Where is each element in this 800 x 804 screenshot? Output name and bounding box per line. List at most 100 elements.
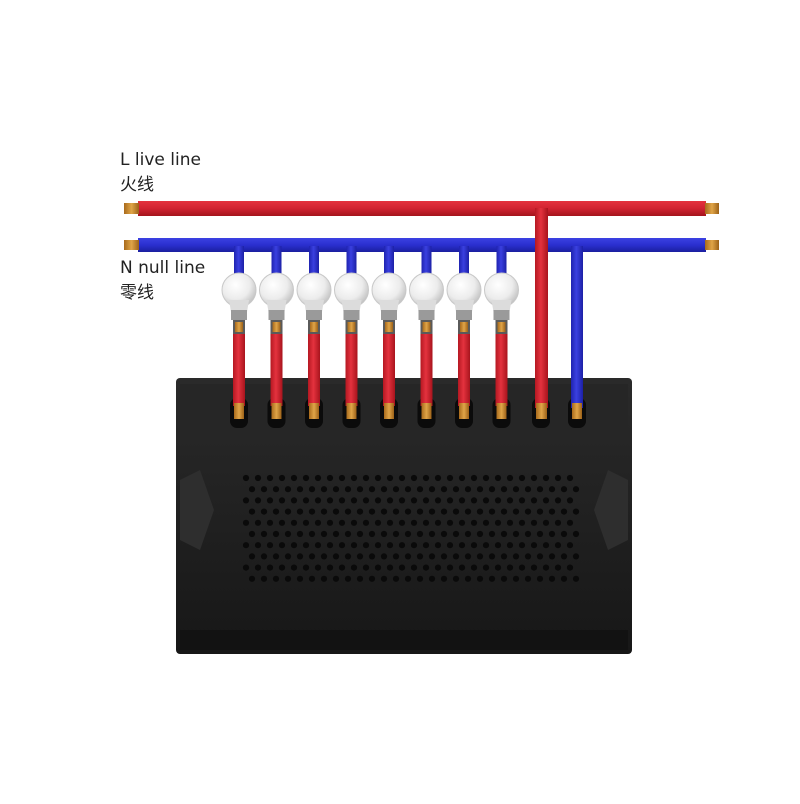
vent-hole bbox=[368, 553, 376, 560]
vent-hole bbox=[308, 553, 316, 560]
vent-hole bbox=[416, 508, 424, 515]
vent-hole bbox=[422, 497, 430, 504]
vent-hole bbox=[524, 530, 532, 538]
vent-hole bbox=[350, 542, 358, 549]
vent-hole bbox=[518, 519, 526, 526]
vent-hole bbox=[428, 530, 436, 538]
vent-hole bbox=[452, 575, 460, 582]
vent-hole bbox=[428, 553, 436, 560]
vent-hole bbox=[374, 519, 382, 526]
vent-hole bbox=[284, 530, 292, 538]
vent-hole bbox=[422, 564, 430, 571]
vent-hole bbox=[404, 508, 412, 515]
vent-hole bbox=[566, 519, 574, 526]
vent-hole bbox=[566, 542, 574, 549]
vent-hole bbox=[290, 564, 298, 571]
vent-hole bbox=[476, 575, 484, 582]
vent-hole bbox=[314, 519, 322, 526]
vent-hole bbox=[464, 553, 472, 560]
vent-hole bbox=[272, 553, 280, 560]
vent-hole bbox=[524, 575, 532, 582]
vent-hole bbox=[386, 497, 394, 504]
vent-hole bbox=[374, 497, 382, 504]
vent-hole bbox=[314, 564, 322, 571]
vent-hole bbox=[332, 553, 340, 560]
vent-hole bbox=[524, 553, 532, 560]
vent-hole bbox=[368, 575, 376, 582]
vent-hole bbox=[440, 553, 448, 560]
vent-hole bbox=[362, 474, 370, 482]
vent-hole bbox=[488, 553, 496, 560]
live-branch-wire bbox=[270, 334, 283, 406]
branch-wire-tip bbox=[496, 403, 507, 419]
vent-hole bbox=[386, 519, 394, 526]
vent-hole bbox=[350, 564, 358, 571]
vent-hole bbox=[440, 508, 448, 515]
live-bus bbox=[124, 201, 719, 216]
vent-hole bbox=[254, 542, 262, 549]
vent-hole bbox=[482, 474, 490, 482]
vent-hole bbox=[560, 486, 568, 493]
live-branch-wire bbox=[383, 334, 395, 406]
vent-hole bbox=[512, 553, 520, 560]
vent-hole bbox=[350, 474, 358, 482]
vent-hole bbox=[344, 575, 352, 582]
vent-hole bbox=[374, 564, 382, 571]
vent-hole bbox=[530, 474, 538, 482]
vent-hole bbox=[452, 530, 460, 538]
vent-hole bbox=[272, 530, 280, 538]
vent-hole bbox=[572, 553, 580, 560]
vent-hole bbox=[314, 497, 322, 504]
lamp-contact bbox=[272, 322, 281, 332]
vent-hole bbox=[362, 542, 370, 549]
vent-hole bbox=[320, 486, 328, 493]
vent-hole bbox=[302, 564, 310, 571]
vent-hole bbox=[542, 497, 550, 504]
vent-hole bbox=[326, 497, 334, 504]
vent-hole bbox=[530, 497, 538, 504]
vent-hole bbox=[470, 564, 478, 571]
vent-hole bbox=[548, 486, 556, 493]
device-bottom-edge bbox=[180, 630, 628, 650]
vent-hole bbox=[308, 508, 316, 515]
live-drop-tip bbox=[536, 403, 547, 419]
vent-hole bbox=[440, 575, 448, 582]
vent-hole bbox=[392, 575, 400, 582]
neutral-branch-wire bbox=[346, 246, 357, 274]
vent-hole bbox=[458, 497, 466, 504]
vent-hole bbox=[464, 486, 472, 493]
vent-hole bbox=[482, 564, 490, 571]
vent-hole bbox=[260, 575, 268, 582]
branch-wire-tip bbox=[459, 403, 469, 419]
vent-hole bbox=[404, 530, 412, 538]
device-right-clip bbox=[594, 470, 628, 550]
vent-hole bbox=[248, 575, 256, 582]
live-line-label-zh: 火线 bbox=[120, 175, 154, 195]
vent-hole bbox=[278, 564, 286, 571]
vent-hole bbox=[446, 497, 454, 504]
branch-wire-tip bbox=[309, 403, 319, 419]
vent-grid bbox=[242, 474, 580, 582]
vent-hole bbox=[542, 474, 550, 482]
vent-hole bbox=[434, 519, 442, 526]
vent-hole bbox=[494, 519, 502, 526]
vent-hole bbox=[356, 530, 364, 538]
vent-hole bbox=[284, 575, 292, 582]
vent-hole bbox=[428, 575, 436, 582]
vent-hole bbox=[410, 519, 418, 526]
vent-hole bbox=[560, 508, 568, 515]
vent-hole bbox=[542, 542, 550, 549]
vent-hole bbox=[554, 519, 562, 526]
vent-hole bbox=[506, 497, 514, 504]
vent-hole bbox=[338, 542, 346, 549]
vent-hole bbox=[476, 530, 484, 538]
live-line-label: L live line bbox=[120, 150, 201, 170]
vent-hole bbox=[266, 542, 274, 549]
vent-hole bbox=[572, 486, 580, 493]
vent-hole bbox=[518, 474, 526, 482]
vent-hole bbox=[284, 553, 292, 560]
vent-hole bbox=[248, 553, 256, 560]
vent-hole bbox=[452, 553, 460, 560]
vent-hole bbox=[338, 564, 346, 571]
vent-hole bbox=[278, 542, 286, 549]
